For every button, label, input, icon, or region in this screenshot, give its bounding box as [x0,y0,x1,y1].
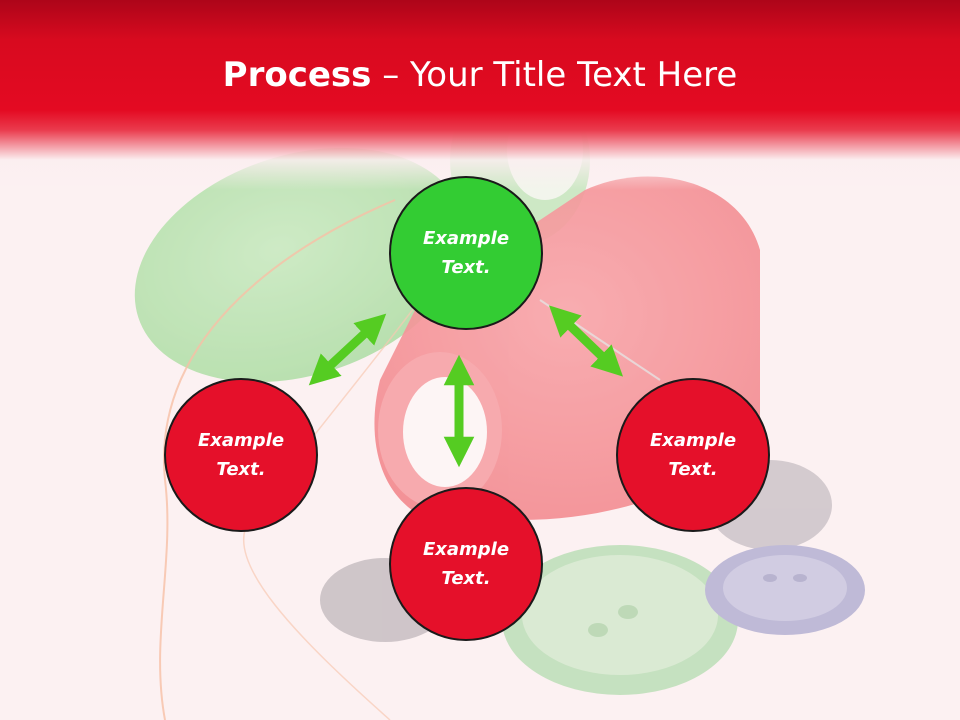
node-top: Example Text. [389,176,543,330]
node-right-label: Example Text. [649,430,737,480]
node-left-label: Example Text. [197,430,285,480]
node-top-label: Example Text. [422,228,510,278]
arrow-top-left-icon [308,313,387,386]
node-right: Example Text. [616,378,770,532]
node-left: Example Text. [164,378,318,532]
arrow-top-right-icon [548,305,624,377]
page-title: Process – Your Title Text Here [0,52,960,98]
node-bottom: Example Text. [389,487,543,641]
title-bold: Process [222,55,372,95]
node-bottom-label: Example Text. [422,539,510,589]
title-bar [0,0,960,190]
title-rest: Your Title Text Here [410,55,738,95]
buttons [320,460,865,695]
title-dash: – [371,55,411,95]
